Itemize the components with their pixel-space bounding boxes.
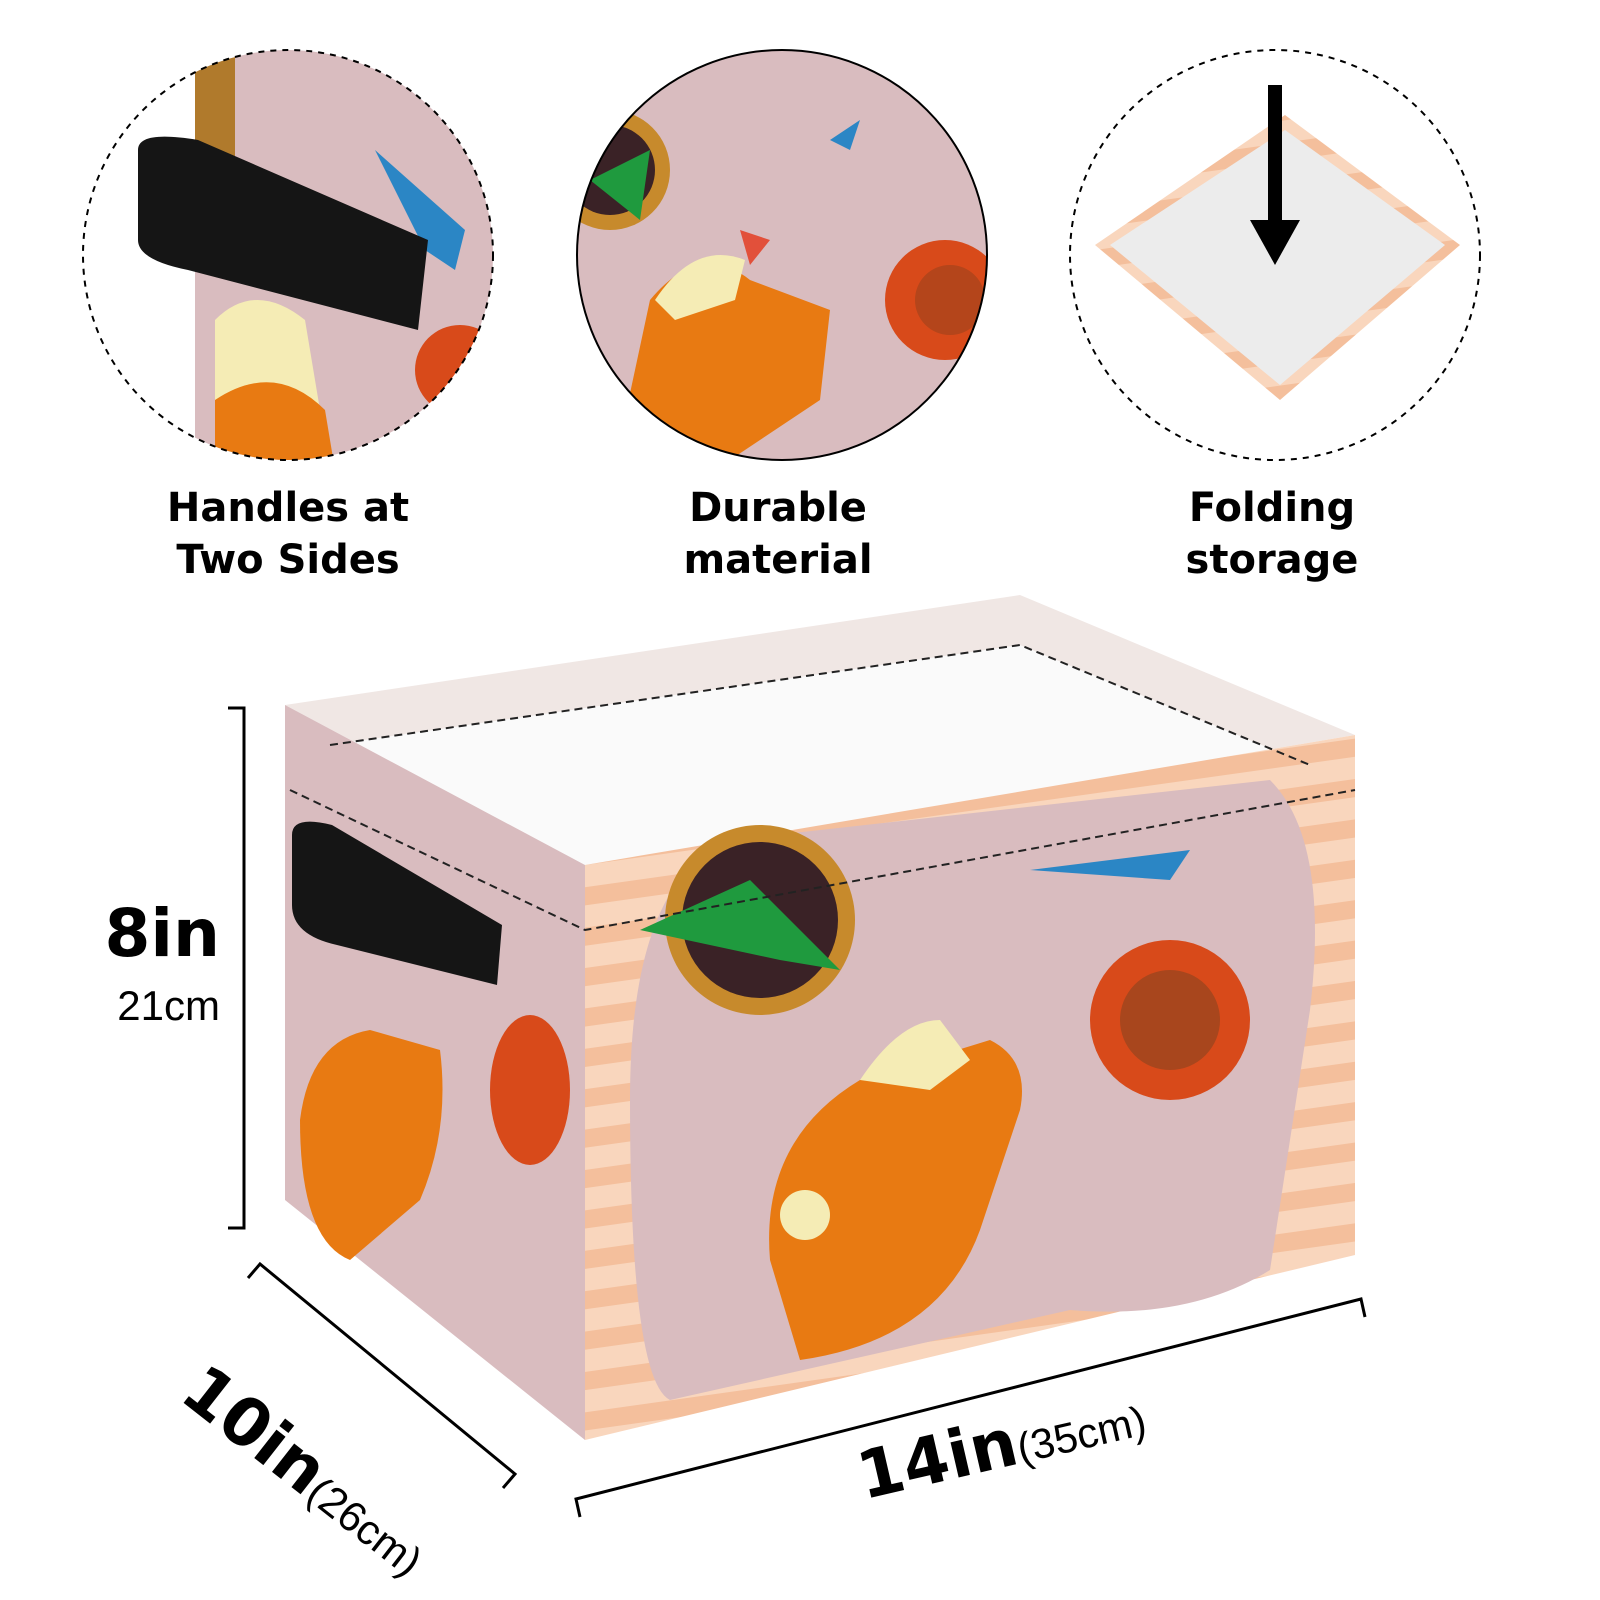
- feature-material-label: Durable material: [618, 482, 938, 586]
- depth-dimension-line: [246, 1261, 518, 1489]
- fabric-closeup: [577, 50, 987, 460]
- basket: [285, 595, 1356, 1440]
- height-cm: 21cm: [117, 982, 220, 1029]
- feature-line: Folding: [1188, 485, 1356, 531]
- height-dimension-line: [228, 706, 246, 1230]
- feature-handles-label: Handles at Two Sides: [128, 482, 448, 586]
- handle-closeup: [83, 50, 493, 460]
- feature-folding-label: Folding storage: [1112, 482, 1432, 586]
- feature-line: material: [683, 537, 873, 583]
- feature-line: storage: [1185, 537, 1359, 583]
- feature-line: Handles at: [166, 485, 410, 531]
- height-inches: 8in: [104, 895, 220, 972]
- feature-line: Durable: [689, 485, 867, 531]
- width-dimension-line: [574, 1297, 1367, 1518]
- feature-line: Two Sides: [176, 537, 400, 583]
- folding-closeup: [1070, 50, 1480, 460]
